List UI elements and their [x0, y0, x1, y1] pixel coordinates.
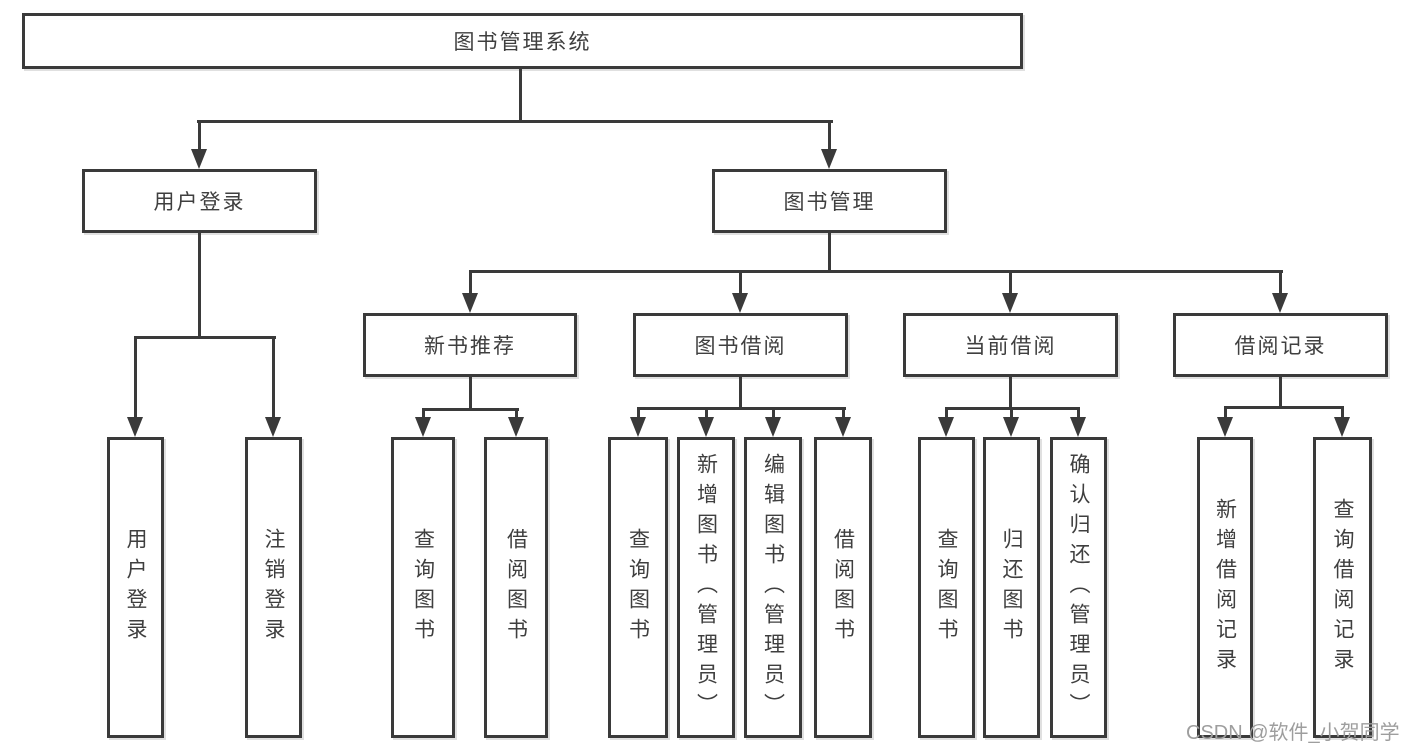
connector-line [515, 408, 518, 419]
connector-line [637, 407, 846, 410]
connector-line [1009, 270, 1012, 295]
leaf-label: 注销登录 [262, 527, 285, 648]
leaf-label: 用户登录 [124, 527, 147, 648]
leaf-label: 借阅图书 [831, 527, 855, 648]
arrow-down-icon [1070, 417, 1086, 437]
connector-line [422, 408, 519, 411]
arrow-down-icon [1217, 417, 1233, 437]
connector-line [1010, 407, 1013, 419]
leaf-borrow-query-books: 查询图书 [608, 437, 668, 738]
connector-line [772, 407, 775, 419]
leaf-current-return-books: 归还图书 [983, 437, 1040, 738]
connector-line [469, 270, 472, 295]
connector-line [469, 270, 1283, 273]
leaf-label: 借阅图书 [504, 527, 528, 648]
leaf-label: 确认归还（管理员） [1067, 452, 1090, 723]
arrow-down-icon [698, 417, 714, 437]
connector-line [469, 377, 472, 411]
arrow-down-icon [1334, 417, 1350, 437]
arrow-down-icon [630, 417, 646, 437]
leaf-label: 归还图书 [1000, 527, 1023, 648]
leaf-label: 新增借阅记录 [1213, 497, 1237, 678]
connector-line [198, 120, 201, 150]
leaf-label: 查询借阅记录 [1331, 497, 1354, 678]
arrow-down-icon [1002, 293, 1018, 313]
leaf-current-confirm-return-admin: 确认归还（管理员） [1050, 437, 1107, 738]
connector-line [272, 336, 275, 418]
connector-line [134, 336, 137, 418]
node-current-borrow: 当前借阅 [903, 313, 1118, 377]
arrow-down-icon [462, 293, 478, 313]
leaf-borrow-edit-book-admin: 编辑图书（管理员） [744, 437, 802, 738]
leaf-borrow-add-book-admin: 新增图书（管理员） [677, 437, 735, 738]
connector-line [197, 120, 833, 123]
connector-line [1224, 406, 1227, 419]
connector-line [828, 233, 831, 273]
leaf-newbook-borrow-books: 借阅图书 [484, 437, 548, 738]
connector-line [1077, 407, 1080, 419]
arrow-down-icon [127, 417, 143, 437]
arrow-down-icon [1003, 417, 1019, 437]
leaf-label: 查询图书 [626, 527, 650, 648]
arrow-down-icon [508, 417, 524, 437]
arrow-down-icon [938, 417, 954, 437]
leaf-logout: 注销登录 [245, 437, 302, 738]
node-root-library-system: 图书管理系统 [22, 13, 1023, 69]
arrow-down-icon [835, 417, 851, 437]
connector-line [739, 270, 742, 295]
connector-line [1341, 406, 1344, 419]
node-book-borrow: 图书借阅 [633, 313, 848, 377]
leaf-label: 新增图书（管理员） [694, 452, 718, 723]
arrow-down-icon [1272, 293, 1288, 313]
leaf-current-query-books: 查询图书 [918, 437, 975, 738]
leaf-newbook-query-books: 查询图书 [391, 437, 455, 738]
connector-line [198, 233, 201, 339]
connector-line [828, 120, 831, 150]
connector-line [1224, 406, 1344, 409]
connector-line [1009, 377, 1012, 410]
connector-line [1279, 377, 1282, 409]
leaf-borrow-borrow-books: 借阅图书 [814, 437, 872, 738]
leaf-record-query-borrow-record: 查询借阅记录 [1313, 437, 1372, 738]
arrow-down-icon [265, 417, 281, 437]
connector-line [637, 407, 640, 419]
connector-line [519, 69, 522, 123]
connector-line [422, 408, 425, 419]
connector-line [945, 407, 948, 419]
leaf-label: 查询图书 [411, 527, 435, 648]
connector-line [705, 407, 708, 419]
leaf-label: 查询图书 [935, 527, 958, 648]
leaf-user-login: 用户登录 [107, 437, 164, 738]
leaf-record-add-borrow-record: 新增借阅记录 [1197, 437, 1253, 738]
arrow-down-icon [191, 149, 207, 169]
node-borrow-records: 借阅记录 [1173, 313, 1388, 377]
arrow-down-icon [732, 293, 748, 313]
connector-line [134, 336, 276, 339]
leaf-label: 编辑图书（管理员） [761, 452, 785, 723]
connector-line [739, 377, 742, 410]
node-new-book-recommend: 新书推荐 [363, 313, 577, 377]
csdn-watermark: CSDN @软件_小贺同学 [1186, 722, 1400, 744]
arrow-down-icon [765, 417, 781, 437]
node-book-management: 图书管理 [712, 169, 947, 233]
connector-line [842, 407, 845, 419]
arrow-down-icon [415, 417, 431, 437]
node-user-login: 用户登录 [82, 169, 317, 233]
arrow-down-icon [821, 149, 837, 169]
connector-line [1279, 270, 1282, 295]
